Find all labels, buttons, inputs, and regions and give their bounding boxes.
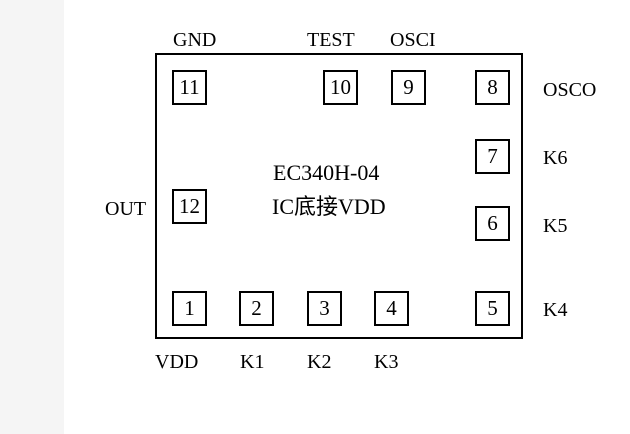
label-k5: K5 <box>543 215 568 237</box>
pad-12: 12 <box>172 189 207 224</box>
pad-1: 1 <box>172 291 207 326</box>
label-k1: K1 <box>240 351 265 373</box>
pad-3: 3 <box>307 291 342 326</box>
pad-7: 7 <box>475 139 510 174</box>
pad-4: 4 <box>374 291 409 326</box>
pad-9: 9 <box>391 70 426 105</box>
label-k4: K4 <box>543 299 568 321</box>
chip-substrate-note: IC底接VDD <box>272 194 386 219</box>
label-gnd: GND <box>173 29 217 51</box>
label-osci: OSCI <box>390 29 436 51</box>
label-k2: K2 <box>307 351 332 373</box>
pad-8: 8 <box>475 70 510 105</box>
label-k6: K6 <box>543 147 568 169</box>
pad-6: 6 <box>475 206 510 241</box>
label-osco: OSCO <box>543 79 597 101</box>
label-k3: K3 <box>374 351 399 373</box>
label-test: TEST <box>307 29 355 51</box>
chip-part-number: EC340H-04 <box>273 160 380 185</box>
left-margin-band <box>0 0 64 434</box>
pad-10: 10 <box>323 70 358 105</box>
pad-5: 5 <box>475 291 510 326</box>
label-out: OUT <box>105 198 147 220</box>
pad-2: 2 <box>239 291 274 326</box>
label-vdd: VDD <box>155 351 199 373</box>
pad-11: 11 <box>172 70 207 105</box>
chip-outline <box>155 53 523 339</box>
